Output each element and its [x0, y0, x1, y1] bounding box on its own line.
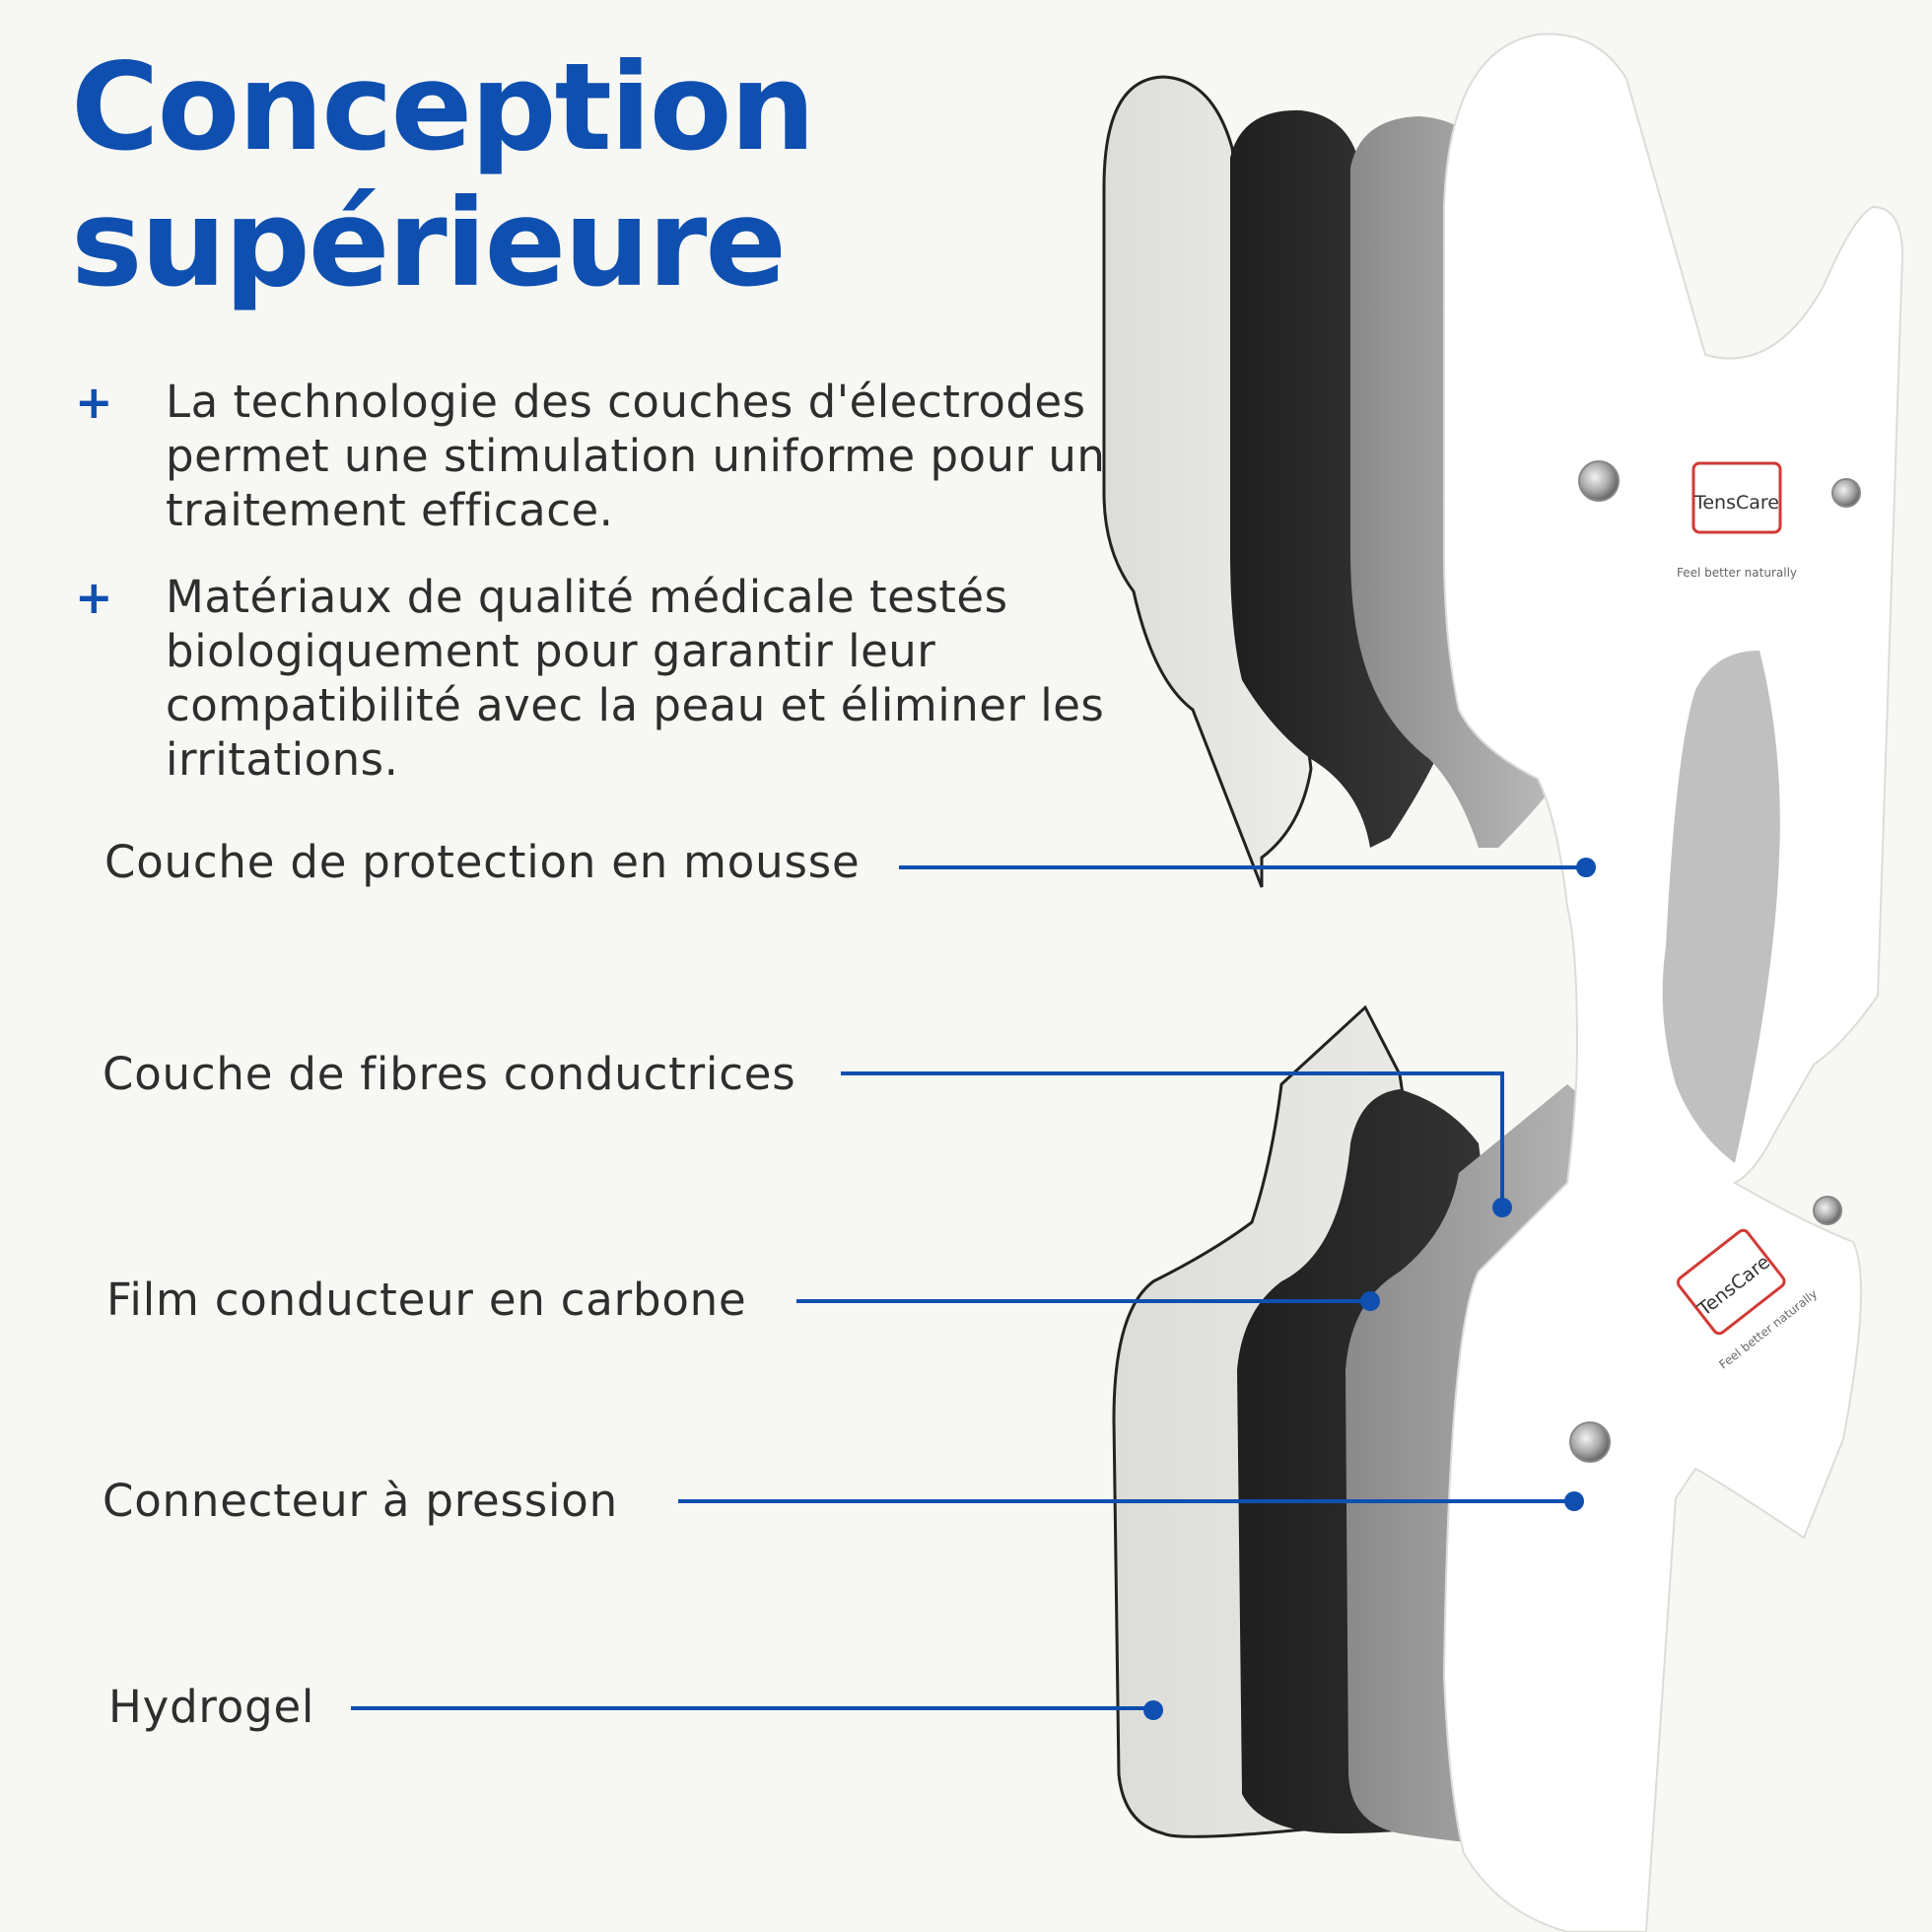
snap-connector-icon [1578, 460, 1620, 502]
feature-bullet-1: + La technologie des couches d'électrode… [71, 375, 1116, 537]
snap-connector-icon [1831, 478, 1861, 508]
label-foam-layer: Couche de protection en mousse [104, 836, 861, 888]
label-hydrogel: Hydrogel [108, 1681, 315, 1733]
leader-dot-hydrogel [1143, 1700, 1163, 1720]
logo-text-top: TensCare [1693, 492, 1779, 514]
tenscare-logo-top: TensCare Feel better naturally [1677, 461, 1797, 580]
title-line-2: supérieure [71, 173, 787, 313]
leader-dot-foam [1576, 858, 1596, 877]
feature-text-2: Matériaux de qualité médicale testés bio… [166, 571, 1105, 786]
label-carbon-film: Film conducteur en carbone [106, 1274, 747, 1326]
leader-dot-fiber [1492, 1198, 1512, 1217]
snap-connector-icon [1813, 1196, 1842, 1225]
plus-icon: + [75, 376, 113, 429]
leader-dot-snap [1564, 1491, 1584, 1511]
plus-icon: + [75, 571, 113, 624]
label-fiber-layer: Couche de fibres conductrices [103, 1048, 796, 1100]
label-snap-connector: Connecteur à pression [103, 1475, 618, 1527]
leader-lines [351, 865, 1584, 1710]
title-line-1: Conception [71, 37, 815, 177]
center-cutout [1662, 651, 1780, 1163]
leader-line-fiber [841, 1071, 1504, 1208]
page-title: Conception supérieure [71, 37, 815, 313]
feature-text-1: La technologie des couches d'électrodes … [166, 376, 1106, 536]
snap-connector-icon [1569, 1421, 1611, 1463]
tagline-text-top: Feel better naturally [1677, 566, 1797, 580]
feature-bullet-2: + Matériaux de qualité médicale testés b… [71, 570, 1116, 787]
leader-dot-carbon [1360, 1291, 1380, 1311]
